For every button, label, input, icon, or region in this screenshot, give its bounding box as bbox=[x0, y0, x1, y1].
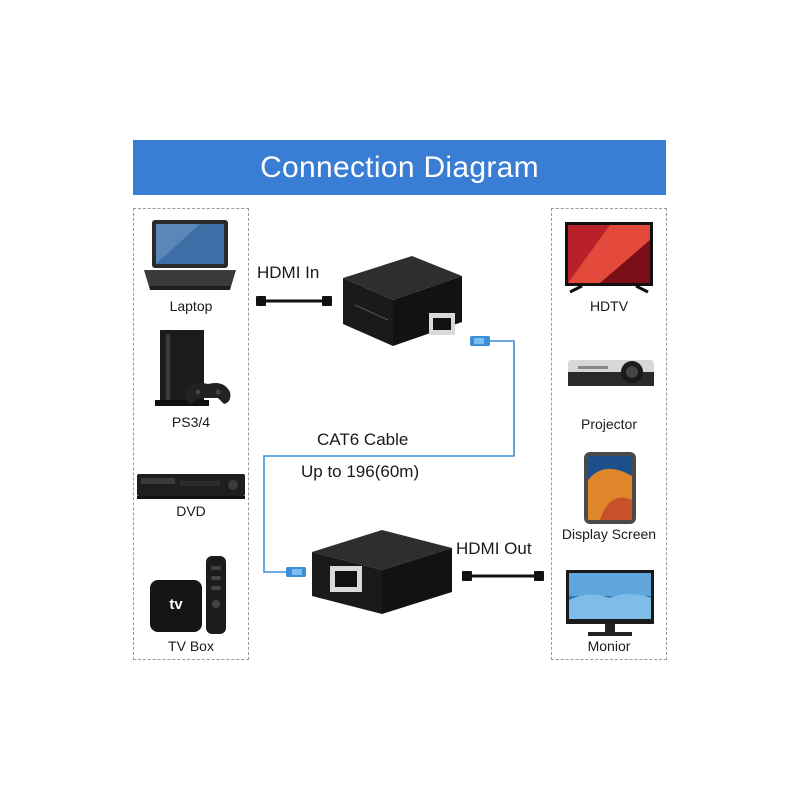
label-ps: PS3/4 bbox=[171, 414, 211, 430]
hdtv-icon bbox=[565, 222, 653, 294]
output-devices-panel bbox=[551, 208, 667, 660]
label-display-screen: Display Screen bbox=[561, 526, 657, 542]
transmitter-device bbox=[343, 256, 462, 346]
tv-box-icon bbox=[150, 556, 226, 634]
cat6-cable bbox=[263, 336, 515, 577]
hdmi-out-cable bbox=[462, 571, 544, 581]
monitor-icon bbox=[566, 570, 654, 636]
game-console-icon bbox=[155, 330, 231, 406]
label-laptop: Laptop bbox=[169, 298, 213, 314]
projector-icon bbox=[568, 360, 654, 386]
label-cable-distance: Up to 196(60m) bbox=[301, 462, 420, 481]
label-monitor: Monior bbox=[587, 638, 631, 654]
title-bar: Connection Diagram bbox=[133, 140, 666, 195]
tablet-icon bbox=[584, 452, 636, 524]
label-hdtv: HDTV bbox=[589, 298, 629, 314]
label-hdmi-out: HDMI Out bbox=[456, 539, 532, 558]
label-tv-box: TV Box bbox=[168, 638, 214, 654]
dvd-player-icon bbox=[137, 474, 245, 499]
receiver-device bbox=[312, 530, 452, 614]
label-hdmi-in: HDMI In bbox=[257, 263, 320, 282]
label-dvd: DVD bbox=[176, 503, 206, 519]
source-devices-panel bbox=[133, 208, 249, 660]
label-projector: Projector bbox=[580, 416, 638, 432]
hdmi-in-cable bbox=[256, 296, 332, 306]
tv-box-logo: tv bbox=[169, 596, 183, 613]
diagram-title: Connection Diagram bbox=[260, 150, 539, 184]
label-cat6-cable: CAT6 Cable bbox=[317, 430, 409, 449]
laptop-icon bbox=[144, 220, 236, 290]
